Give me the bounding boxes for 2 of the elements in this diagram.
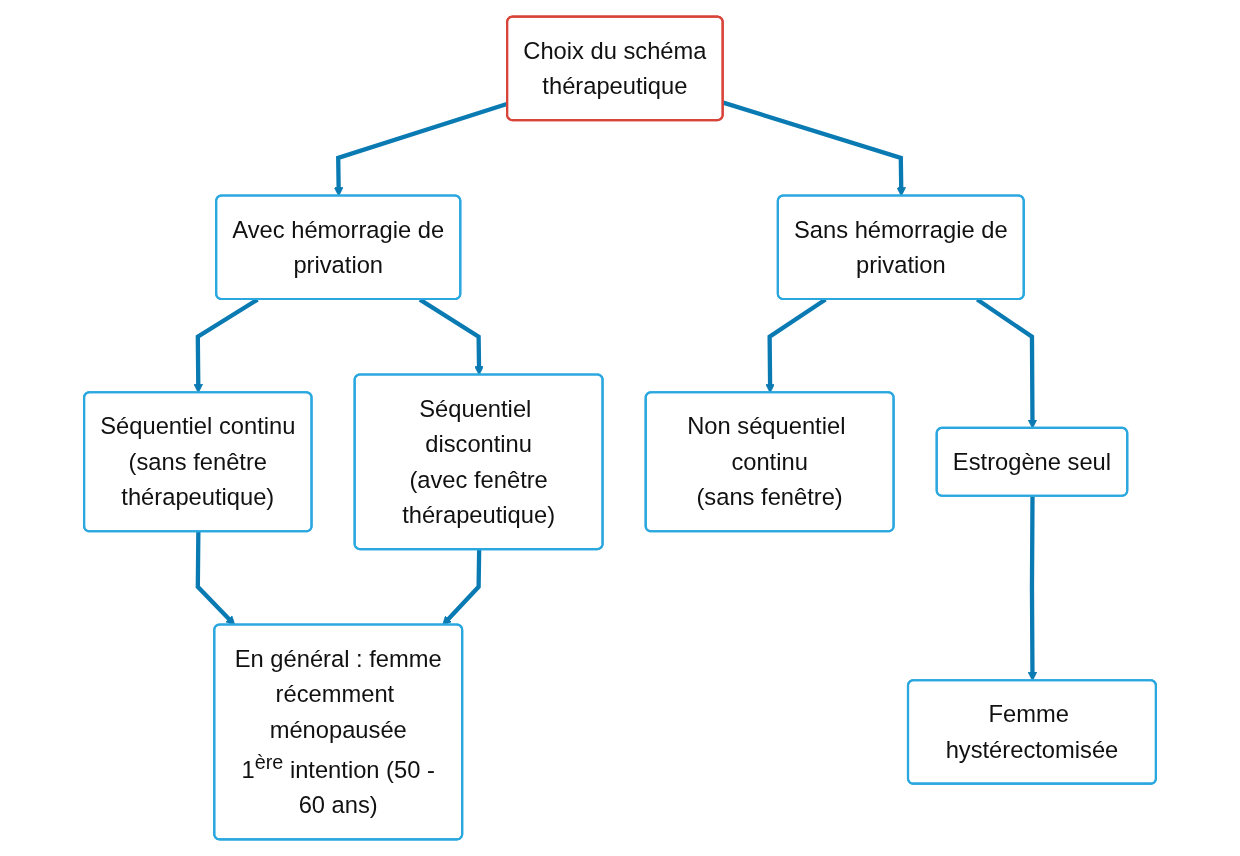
arrow [418,297,484,376]
arrow [193,297,259,394]
